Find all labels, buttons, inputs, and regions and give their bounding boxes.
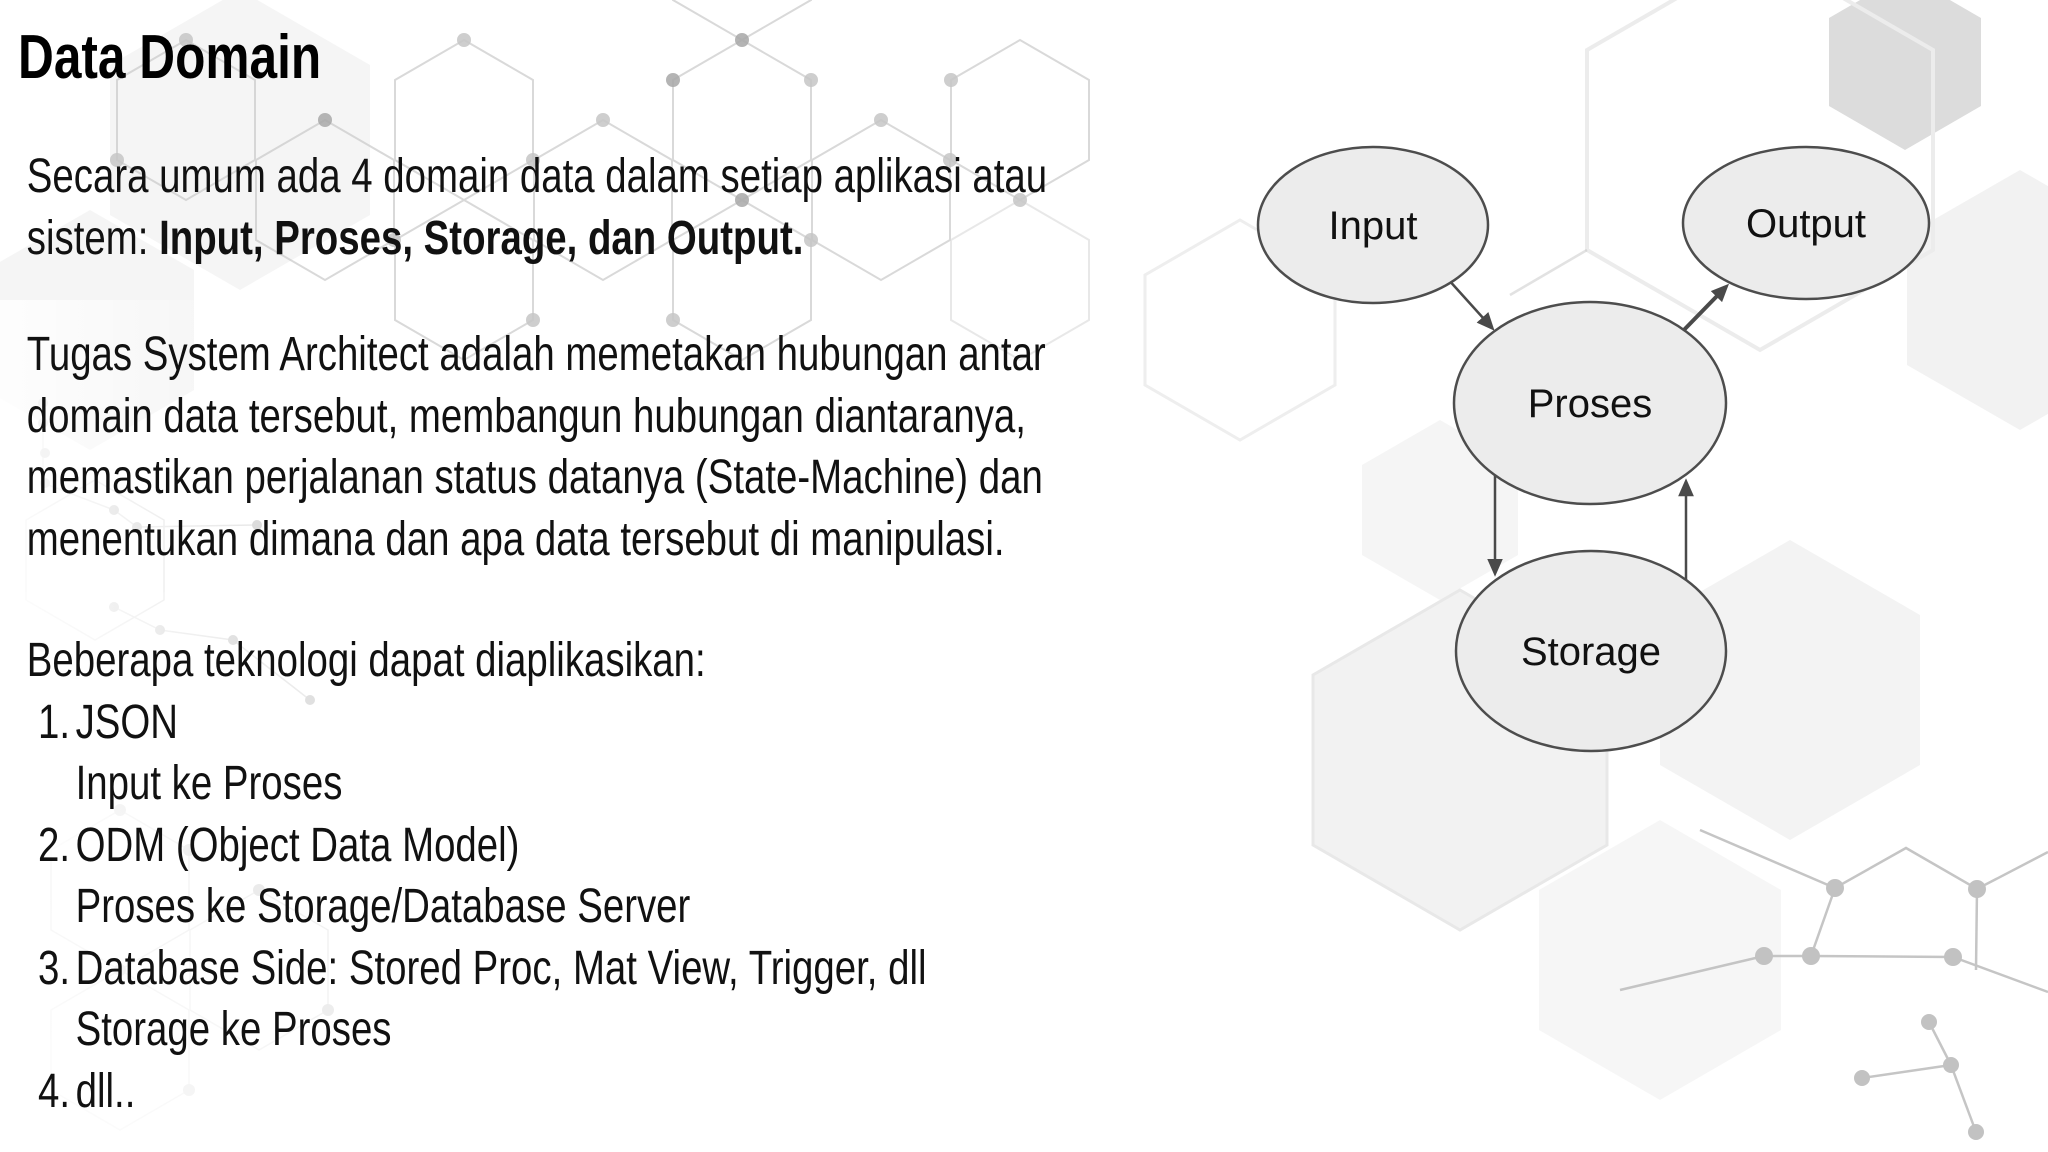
tech-item-row: 1.JSON — [18, 692, 1138, 754]
architect-line-4: menentukan dimana dan apa data tersebut … — [26, 512, 1005, 566]
diagram-edges — [1446, 277, 1729, 581]
intro-line2-normal: sistem: — [26, 211, 160, 265]
node-output-label: Output — [1746, 202, 1866, 246]
tech-item-row: 4.dll.. — [18, 1061, 1138, 1123]
hex-network-dots — [1755, 879, 1986, 1140]
tech-item-number: 4. — [38, 1064, 71, 1118]
node-storage: Storage — [1454, 549, 1728, 753]
node-proses-ellipse — [1452, 300, 1728, 506]
tech-item-2: 2.ODM (Object Data Model) Proses ke Stor… — [18, 815, 1138, 938]
node-input-ellipse — [1256, 145, 1490, 305]
intro-paragraph: Secara umum ada 4 domain data dalam seti… — [18, 146, 1138, 269]
technologies-list: 1.JSON Input ke Proses 2.ODM (Object Dat… — [18, 692, 1138, 1123]
node-storage-ellipse — [1454, 549, 1728, 753]
tech-item-number: 3. — [38, 941, 71, 995]
architect-line-3: memastikan perjalanan status datanya (St… — [26, 451, 1043, 504]
tech-item-name: JSON — [75, 695, 179, 749]
tech-item-flow: Proses ke Storage/Database Server — [75, 880, 691, 933]
tech-item-row: 3.Database Side: Stored Proc, Mat View, … — [18, 938, 1138, 1000]
technologies-header: Beberapa teknologi dapat diaplikasikan: — [26, 634, 706, 687]
tech-item-1: 1.JSON Input ke Proses — [18, 692, 1138, 815]
slide-title: Data Domain — [18, 23, 322, 92]
tech-item-name: ODM (Object Data Model) — [75, 818, 520, 872]
tech-item-4: 4.dll.. — [18, 1061, 1138, 1123]
tech-item-flow: Storage ke Proses — [75, 1003, 392, 1056]
node-output-ellipse — [1681, 145, 1931, 301]
intro-line2-bold: Input, Proses, Storage, dan Output. — [159, 211, 804, 265]
architect-line-2: domain data tersebut, membangun hubungan… — [26, 389, 1026, 443]
node-input: Input — [1256, 145, 1490, 305]
hex-mesh-dots — [110, 33, 1027, 327]
intro-line-2: sistem: Input, Proses, Storage, dan Outp… — [27, 208, 1138, 270]
tech-item-flow: Input ke Proses — [75, 757, 343, 810]
tech-item-name: Database Side: Stored Proc, Mat View, Tr… — [75, 941, 927, 995]
node-input-label: Input — [1329, 204, 1418, 248]
node-output: Output — [1681, 145, 1931, 301]
architect-paragraph: Tugas System Architect adalah memetakan … — [18, 324, 1138, 570]
node-proses: Proses — [1452, 300, 1728, 506]
tech-item-row: 2.ODM (Object Data Model) — [18, 815, 1138, 877]
node-proses-label: Proses — [1528, 382, 1653, 426]
tech-item-number: 2. — [38, 818, 71, 872]
tech-item-3: 3.Database Side: Stored Proc, Mat View, … — [18, 938, 1138, 1061]
intro-line-1: Secara umum ada 4 domain data dalam seti… — [26, 150, 1048, 203]
slide-text-column: Data Domain Secara umum ada 4 domain dat… — [18, 0, 1138, 1122]
architect-line-1: Tugas System Architect adalah memetakan … — [26, 328, 1046, 381]
tech-item-number: 1. — [38, 695, 71, 749]
node-storage-label: Storage — [1521, 630, 1661, 674]
tech-item-name: dll.. — [75, 1064, 136, 1118]
edge-proses-to-output — [1677, 283, 1729, 337]
edge-input-to-proses — [1446, 277, 1495, 331]
